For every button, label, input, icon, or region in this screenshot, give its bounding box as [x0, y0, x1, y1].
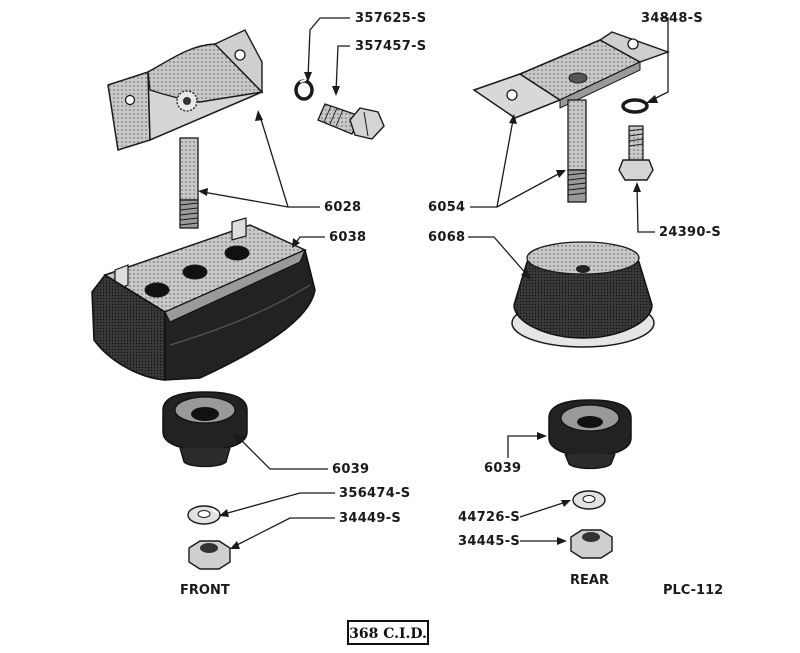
label-356474-s: 356474-S — [339, 486, 410, 501]
label-6039-rear: 6039 — [484, 461, 521, 476]
caption-front: FRONT — [180, 583, 230, 598]
label-6054: 6054 — [428, 200, 465, 215]
nut-icon — [188, 540, 231, 570]
leader-lines — [198, 17, 669, 549]
engine-size-label: 368 C.I.D. — [349, 626, 427, 642]
label-44726-s: 44726-S — [458, 510, 520, 525]
label-6028: 6028 — [324, 200, 361, 215]
bolt-icon — [317, 103, 385, 140]
label-34848-s: 34848-S — [641, 11, 703, 26]
washer-icon — [187, 505, 221, 525]
caption-rear: REAR — [570, 573, 609, 588]
lock-washer-icon — [621, 98, 649, 114]
front-insulator-icon — [91, 217, 316, 381]
grommet-icon — [548, 399, 632, 470]
bolt-icon — [618, 125, 654, 181]
caption-plate-number: PLC-112 — [663, 583, 723, 598]
label-24390-s: 24390-S — [659, 225, 721, 240]
label-6038: 6038 — [329, 230, 366, 245]
label-6068: 6068 — [428, 230, 465, 245]
label-357625-s: 357625-S — [355, 11, 426, 26]
grommet-icon — [162, 391, 248, 468]
rear-insulator-icon — [511, 241, 655, 348]
rear-bracket-icon — [472, 31, 671, 203]
engine-size-box: 368 C.I.D. — [347, 620, 429, 645]
lock-washer-icon — [294, 79, 314, 101]
label-357457-s: 357457-S — [355, 39, 426, 54]
label-6039-front: 6039 — [332, 462, 369, 477]
nut-icon — [570, 529, 613, 559]
washer-icon — [572, 490, 606, 510]
label-34449-s: 34449-S — [339, 511, 401, 526]
front-bracket-icon — [107, 29, 264, 229]
label-34445-s: 34445-S — [458, 534, 520, 549]
